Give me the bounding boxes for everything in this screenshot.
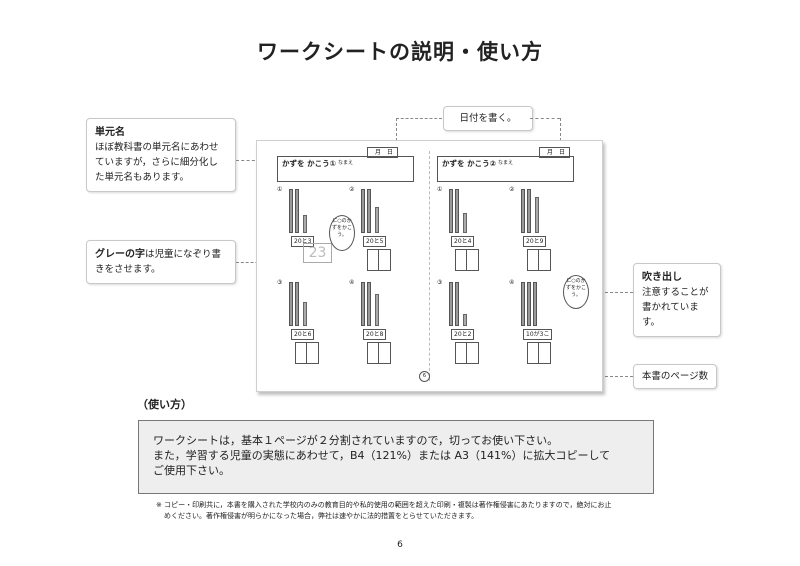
answer-label: 20と9 [523,236,547,247]
answer-box [295,342,319,364]
callout-grey-text-title: グレーの字 [95,249,145,260]
problem-number: ④ [349,279,355,286]
cut-line [429,151,430,381]
answer-box [455,342,479,364]
page-number: 6 [397,540,403,550]
date-box-left: 月 日 [367,147,398,158]
connector-date-left-v [396,118,397,146]
hint-bubble-left: に○のかずをかこう。 [329,215,355,251]
answer-box [367,342,391,364]
answer-box [527,342,551,364]
hint-bubble-right: に○のかずをかこう。 [563,275,589,309]
problem-number: ② [509,186,515,193]
problem-number: ② [349,186,355,193]
callout-page-number: 本書のページ数 [633,364,717,389]
name-label-right: なまえ [498,160,514,166]
answer-box [455,249,479,271]
date-box-right: 月 日 [539,147,570,158]
callout-unit-name-title: 単元名 [95,127,125,138]
problem-right-1: ① 20と4 [437,186,507,281]
connector-speech [585,292,633,293]
counting-rods [521,189,545,233]
name-box-right: かずを かこう② なまえ [437,156,574,182]
counting-rods [361,189,385,233]
connector-date-left [396,118,442,119]
callout-grey-text: グレーの字は児童になぞり書きをさせます。 [86,240,236,284]
callout-date: 日付を書く。 [443,106,533,131]
answer-box [527,249,551,271]
grey-example-number: 23 [303,243,332,263]
problem-number: ① [437,186,443,193]
copyright-note-line-2: めください。著作権侵害が明らかになった場合，弊社は速やかに法的措置をとらせていた… [164,512,479,520]
name-box-left: かずを かこう① なまえ [277,156,414,182]
problem-right-3: ③ 20と2 [437,279,507,374]
problem-right-4: ④ 10が3こ [509,279,579,374]
problem-number: ① [277,186,283,193]
callout-page-number-text: 本書のページ数 [641,371,709,382]
worksheet-title-right: かずを かこう② [442,159,496,168]
answer-box [367,249,391,271]
usage-line-3: ご使用下さい。 [153,464,230,477]
problem-number: ④ [509,279,515,286]
problem-number: ③ [437,279,443,286]
callout-speech: 吹き出し 注意することが書かれています。 [633,263,721,337]
problem-right-2: ② 20と9 [509,186,579,281]
usage-box: ワークシートは，基本１ページが２分割されていますので，切ってお使い下さい。 また… [138,420,654,494]
page-mark: 6 [419,371,430,382]
counting-rods [289,282,313,326]
callout-date-text: 日付を書く。 [459,113,517,124]
answer-label: 20と5 [363,236,387,247]
counting-rods [361,282,385,326]
answer-label: 20と2 [451,329,475,340]
name-label-left: なまえ [338,160,354,166]
problem-left-2: ② 20と5 [349,186,419,281]
callout-unit-name: 単元名 ほぼ教科書の単元名にあわせていますが，さらに細分化した単元名もあります。 [86,118,236,192]
callout-unit-name-text: ほぼ教科書の単元名にあわせていますが，さらに細分化した単元名もあります。 [95,142,219,183]
usage-line-1: ワークシートは，基本１ページが２分割されていますので，切ってお使い下さい。 [153,434,559,447]
connector-date-right-v [560,118,561,146]
answer-label: 20と6 [291,329,315,340]
copyright-note: ※ コピー・印刷共に，本書を購入された学校内のみの教育目的や私的使用の範囲を超え… [156,500,726,522]
usage-line-2: また，学習する児童の実態にあわせて，B4（121%）または A3（141%）に拡… [153,449,611,462]
answer-label: 20と4 [451,236,475,247]
problem-number: ③ [277,279,283,286]
counting-rods [521,282,545,326]
callout-speech-title: 吹き出し [642,272,682,283]
worksheet-left: 月 日 かずを かこう① なまえ ① 20と3 23 ② 20と5 に○のかずを… [257,141,429,391]
worksheet-preview: 月 日 かずを かこう① なまえ ① 20と3 23 ② 20と5 に○のかずを… [256,140,603,392]
worksheet-title-left: かずを かこう① [282,159,336,168]
counting-rods [449,282,473,326]
connector-date-right [530,118,560,119]
callout-grey-text-text: は児童になぞり書きをさせます。 [95,249,222,275]
counting-rods [289,189,313,233]
answer-label: 20と8 [363,329,387,340]
problem-left-3: ③ 20と6 [277,279,347,374]
problem-left-1: ① 20と3 [277,186,347,281]
counting-rods [449,189,473,233]
page-title: ワークシートの説明・使い方 [257,40,543,64]
answer-label: 10が3こ [523,329,553,340]
worksheet-right: 月 日 かずを かこう② なまえ ① 20と4 ② 20と9 ③ [429,141,601,391]
answer-label: 20と3 [291,236,315,247]
copyright-note-line-1: ※ コピー・印刷共に，本書を購入された学校内のみの教育目的や私的使用の範囲を超え… [156,501,612,509]
problem-left-4: ④ 20と8 [349,279,419,374]
usage-heading: （使い方） [137,398,192,411]
callout-speech-text: 注意することが書かれています。 [642,287,709,328]
